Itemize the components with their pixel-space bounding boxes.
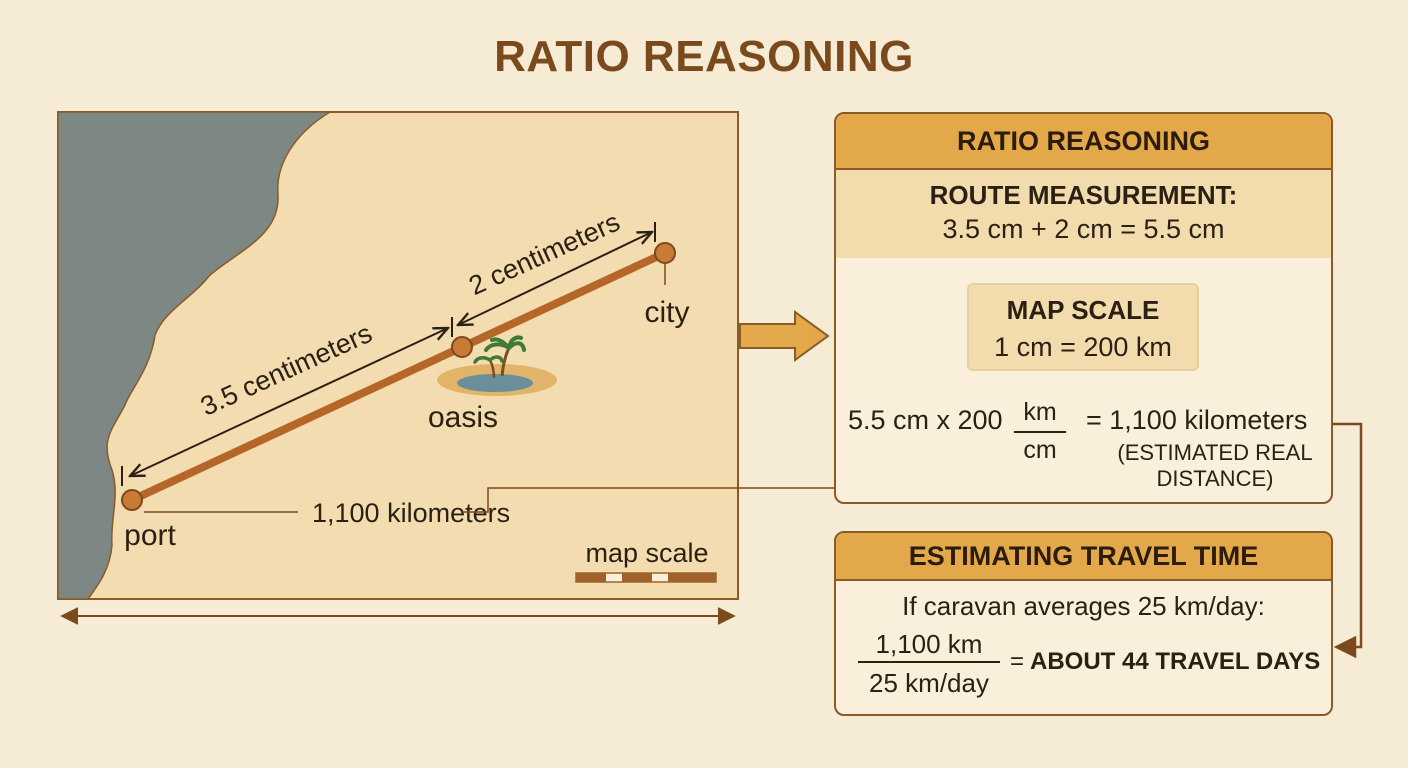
- route-equation: 3.5 cm + 2 cm = 5.5 cm: [942, 214, 1225, 244]
- travel-time-panel: ESTIMATING TRAVEL TIME: [834, 531, 1333, 716]
- route-measurement-title: ROUTE MEASUREMENT:: [929, 180, 1238, 210]
- calc-note: (ESTIMATED REAL DISTANCE): [1117, 440, 1313, 491]
- map-scale-label: map scale: [585, 538, 708, 568]
- travel-fraction-numerator: 1,100 km: [875, 629, 983, 659]
- distance-connector: [462, 487, 834, 513]
- port-label: port: [124, 519, 176, 552]
- oasis-water: [457, 374, 533, 392]
- travel-result: ABOUT 44 TRAVEL DAYS: [1030, 648, 1321, 675]
- scale-bar: [575, 572, 717, 583]
- map-scale-box: MAP SCALE 1 cm = 200 km: [967, 283, 1199, 371]
- travel-intro: If caravan averages 25 km/day:: [902, 591, 1265, 621]
- calc-fraction-bar: [1014, 431, 1066, 433]
- result-to-travel-connector: [1333, 422, 1363, 659]
- oasis-label: oasis: [428, 401, 498, 434]
- city-label: city: [645, 296, 690, 329]
- total-distance-label: 1,100 kilometers: [312, 498, 510, 528]
- travel-fraction-bar: [858, 661, 1000, 663]
- ratio-panel-header: RATIO REASONING: [836, 114, 1331, 170]
- calc-fraction-denominator: cm: [1023, 436, 1057, 464]
- page-title: RATIO REASONING: [494, 32, 914, 81]
- palm-tree-icon: [473, 335, 526, 379]
- route-measurement-band: [836, 170, 1331, 258]
- oasis-point: [451, 336, 473, 358]
- calc-fraction-numerator: km: [1023, 398, 1057, 426]
- calc-left: 5.5 cm x 200: [848, 405, 1003, 435]
- big-arrow: [739, 310, 830, 362]
- city-point: [654, 242, 676, 264]
- map-scale-equation: 1 cm = 200 km: [994, 332, 1172, 362]
- travel-equals: =: [1010, 648, 1025, 675]
- ratio-reasoning-panel: RATIO REASONING: [834, 112, 1333, 504]
- map-scale-title: MAP SCALE: [1006, 295, 1160, 325]
- travel-panel-header: ESTIMATING TRAVEL TIME: [836, 533, 1331, 581]
- calc-result: = 1,100 kilometers: [1086, 405, 1308, 435]
- travel-result-line: =ABOUT 44 TRAVEL DAYS: [1010, 648, 1320, 676]
- travel-fraction-denominator: 25 km/day: [869, 668, 989, 698]
- segment-2-arrow: [458, 232, 652, 325]
- segment-1-arrow: [130, 328, 448, 476]
- port-point: [121, 489, 143, 511]
